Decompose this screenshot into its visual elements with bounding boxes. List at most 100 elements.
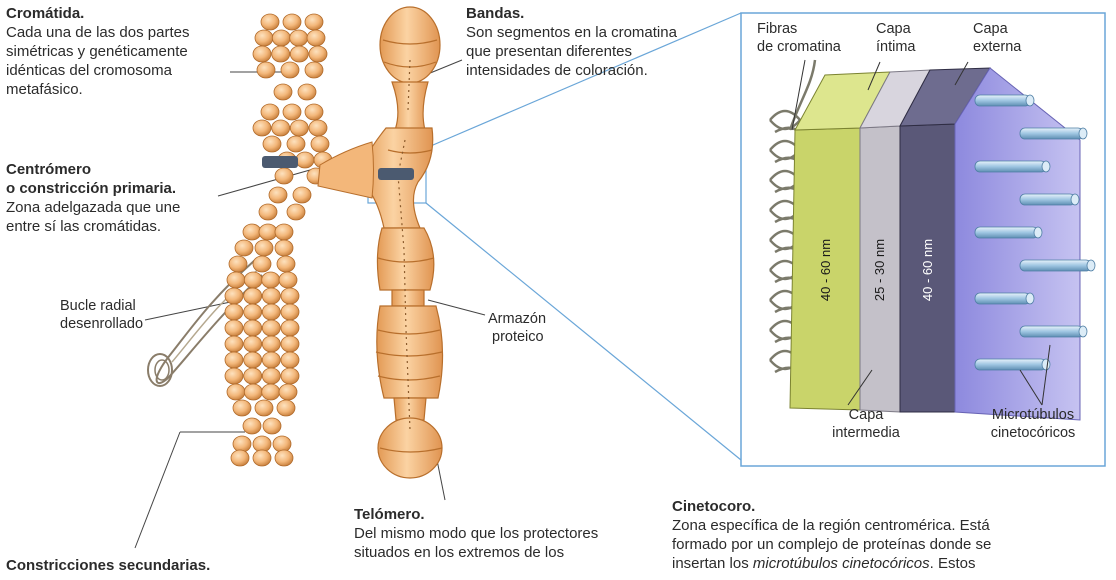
centromero-description: Centrómero o constricción primaria. Zona… — [6, 160, 180, 236]
kinetochore-inset: 40 - 60 nm 25 - 30 nm 40 - 60 nm — [741, 13, 1105, 466]
chromatin-bead — [255, 400, 273, 416]
microtubule — [975, 161, 1050, 172]
chromatin-bead — [263, 418, 281, 434]
chromatin-bead — [255, 30, 273, 46]
cinetocoro-line: Zona específica de la región centroméric… — [672, 516, 991, 535]
cromatida-description: Cromátida. Cada una de las dos partes si… — [6, 4, 189, 99]
chromatin-bead — [244, 320, 262, 336]
chromatin-bead — [259, 224, 277, 240]
constricciones-title: Constricciones secundarias. — [6, 556, 210, 575]
fibras-line: de cromatina — [757, 38, 841, 56]
chromatin-bead — [309, 120, 327, 136]
constricciones-description: Constricciones secundarias. — [6, 556, 210, 575]
chromatin-bead — [290, 46, 308, 62]
chromatin-bead — [262, 288, 280, 304]
chromatin-bead — [263, 136, 281, 152]
chromatin-bead — [262, 352, 280, 368]
fibras-label: Fibras de cromatina — [757, 20, 841, 56]
measure-inner: 40 - 60 nm — [818, 239, 833, 301]
cinetocoro-line: insertan los microtúbulos cinetocóricos.… — [672, 554, 991, 573]
bandas-line: que presentan diferentes — [466, 42, 677, 61]
chromatin-bead — [277, 256, 295, 272]
capa-intermedia-line: intermedia — [826, 424, 906, 442]
measure-middle: 25 - 30 nm — [872, 239, 887, 301]
microtubule — [975, 359, 1050, 370]
bandas-title: Bandas. — [466, 4, 677, 23]
chromatin-bead — [272, 30, 290, 46]
bandas-line: Son segmentos en la cromatina — [466, 23, 677, 42]
chromatin-bead — [244, 288, 262, 304]
chromatin-bead — [244, 304, 262, 320]
chromatin-bead — [262, 336, 280, 352]
capa-intima-line: íntima — [876, 38, 916, 56]
telomero-line: situados en los extremos de los — [354, 543, 598, 562]
chromatin-bead — [253, 120, 271, 136]
chromatin-bead — [275, 450, 293, 466]
chromatin-bead — [281, 352, 299, 368]
chromatin-bead — [262, 384, 280, 400]
chromatin-bead — [281, 320, 299, 336]
microtubulos-line: cinetocóricos — [975, 424, 1091, 442]
bucle-line: Bucle radial — [60, 297, 143, 315]
capa-intermedia-label: Capa intermedia — [826, 406, 906, 442]
fibras-line: Fibras — [757, 20, 841, 38]
chromatin-bead — [307, 30, 325, 46]
chromatin-bead — [272, 46, 290, 62]
centromero-title: Centrómero — [6, 160, 180, 179]
microtubulos-label: Microtúbulos cinetocóricos — [975, 406, 1091, 442]
chromatin-bead — [253, 256, 271, 272]
chromatin-bead — [244, 368, 262, 384]
chromatin-bead — [279, 384, 297, 400]
microtubule — [975, 227, 1042, 238]
chromatin-bead — [243, 418, 261, 434]
telomero-line: Del mismo modo que los protectores — [354, 524, 598, 543]
chromatin-bead — [287, 136, 305, 152]
cromatida-line: metafásico. — [6, 80, 189, 99]
chromatin-bead — [225, 288, 243, 304]
capa-externa-label: Capa externa — [973, 20, 1021, 56]
capa-intermedia-line: Capa — [826, 406, 906, 424]
bucle-line: desenrollado — [60, 315, 143, 333]
chromatin-bead — [281, 62, 299, 78]
telomero-title: Telómero. — [354, 505, 598, 524]
chromatin-bead — [262, 304, 280, 320]
chromatin-bead — [290, 120, 308, 136]
constriccion-pointer-d — [135, 432, 180, 548]
centromero-line: Zona adelgazada que une — [6, 198, 180, 217]
centromere-junction — [318, 142, 374, 198]
microtubule — [975, 95, 1034, 106]
chromatin-bead — [253, 450, 271, 466]
chromatin-bead — [257, 62, 275, 78]
microtubulos-line: Microtúbulos — [975, 406, 1091, 424]
chromatin-bead — [244, 384, 262, 400]
chromatin-bead — [233, 400, 251, 416]
cromatida-line: idénticas del cromosoma — [6, 61, 189, 80]
chromatin-bead — [235, 240, 253, 256]
chromatin-bead — [269, 187, 287, 203]
chromatin-bead — [281, 336, 299, 352]
chromatin-bead — [274, 84, 292, 100]
chromatin-bead — [281, 368, 299, 384]
chromatin-bead — [259, 204, 277, 220]
chromatin-bead — [244, 336, 262, 352]
microtubule — [1020, 128, 1087, 139]
capa-intima-line: Capa — [876, 20, 916, 38]
chromatin-bead — [225, 336, 243, 352]
chromatin-bead — [253, 46, 271, 62]
cinetocoro-text: insertan los — [672, 555, 753, 572]
measure-outer: 40 - 60 nm — [920, 239, 935, 301]
chromatin-bead — [281, 288, 299, 304]
chromatin-bead — [273, 436, 291, 452]
chromatin-bead — [305, 62, 323, 78]
chromatin-bead — [281, 304, 299, 320]
chromatin-bead — [277, 400, 295, 416]
chromatin-bead — [227, 272, 245, 288]
centromero-title-2: o constricción primaria. — [6, 179, 180, 198]
cinetocoro-emphasis: microtúbulos cinetocóricos — [753, 555, 930, 572]
microtubule — [975, 293, 1034, 304]
chromatin-bead — [225, 320, 243, 336]
kinetochore-right — [378, 168, 414, 180]
cromatida-line: simétricas y genéticamente — [6, 42, 189, 61]
chromatin-bead — [231, 450, 249, 466]
capa-externa-line: Capa — [973, 20, 1021, 38]
